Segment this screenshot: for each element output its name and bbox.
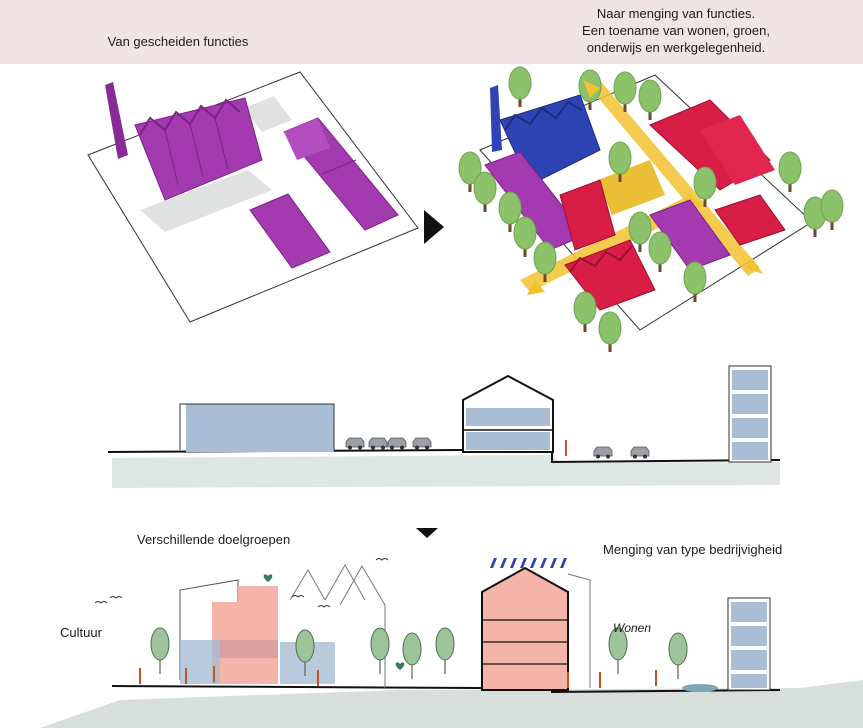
before-isometric-plan <box>87 71 419 323</box>
black-triangle-right-icon <box>424 210 444 244</box>
label-housing: Wonen <box>613 621 652 635</box>
after-title-line-2: Een toename van wonen, groen, <box>582 23 770 38</box>
before-title: Van gescheiden functies <box>107 34 249 49</box>
label-business-mix: Menging van type bedrijvigheid <box>603 542 783 557</box>
label-target-groups: Verschillende doelgroepen <box>137 532 291 547</box>
black-triangle-down-icon <box>416 528 438 538</box>
after-title-line-3: onderwijs en werkgelegenheid. <box>586 40 766 55</box>
section-after <box>40 558 863 728</box>
after-title-line-1: Naar menging van functies. <box>596 6 756 21</box>
section-before <box>107 365 781 488</box>
after-isometric-plan <box>458 66 844 353</box>
label-culture: Cultuur <box>60 625 102 640</box>
